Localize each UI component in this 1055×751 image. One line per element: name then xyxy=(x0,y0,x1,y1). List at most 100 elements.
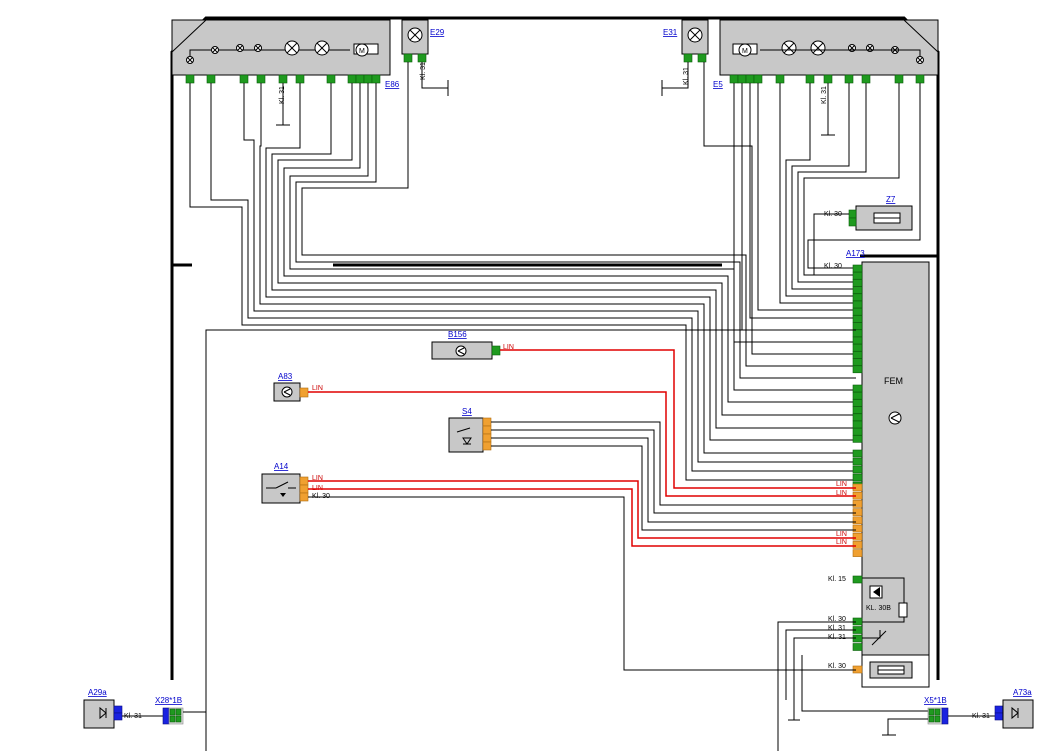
connector-pin xyxy=(852,399,863,407)
diode-icon xyxy=(1011,706,1019,720)
diode-icon xyxy=(99,706,107,720)
e5-label[interactable]: E5 xyxy=(713,80,723,89)
sensor-icon xyxy=(888,411,902,425)
connector-pin xyxy=(852,329,863,338)
fem-pins xyxy=(852,264,863,674)
kl30-label: Kl. 30 xyxy=(824,211,842,218)
connector-pin xyxy=(852,307,863,316)
connector-pin xyxy=(852,271,863,280)
fuse-icon xyxy=(869,661,913,679)
a29a-label[interactable]: A29a xyxy=(88,688,107,697)
frame xyxy=(170,16,940,680)
lamp-icon xyxy=(916,56,924,64)
connector-pin xyxy=(852,516,863,525)
a83-label[interactable]: A83 xyxy=(278,372,293,381)
connector-pin xyxy=(852,358,863,366)
connector-pin xyxy=(852,457,863,466)
a29a-component[interactable] xyxy=(83,699,123,729)
kl30-label: Kl. 30 xyxy=(828,616,846,623)
connector-pin xyxy=(852,508,863,516)
e31-label[interactable]: E31 xyxy=(663,28,678,37)
x28-connector[interactable] xyxy=(162,707,184,725)
kl30-label: Kl. 30 xyxy=(828,663,846,670)
x5-label[interactable]: X5*1B xyxy=(924,696,947,705)
e5-pins xyxy=(729,74,925,84)
connector-pin xyxy=(852,286,863,294)
svg-text:M: M xyxy=(742,48,748,55)
lamp-icon xyxy=(781,40,797,56)
b156-label[interactable]: B156 xyxy=(448,330,467,339)
a73a-component[interactable] xyxy=(994,699,1034,729)
kl31-label: Kl. 31 xyxy=(821,86,828,104)
connector-pin xyxy=(852,420,863,429)
lin-label: LIN xyxy=(503,344,514,351)
motor-icon: M xyxy=(353,43,379,57)
connector-pin xyxy=(852,315,863,323)
connector-pin xyxy=(852,413,863,422)
lin-label: LIN xyxy=(836,481,847,488)
connector-pin xyxy=(852,435,863,443)
connector-pin xyxy=(852,343,863,352)
a73a-label[interactable]: A73a xyxy=(1013,688,1032,697)
connector-pin xyxy=(852,473,863,482)
s4-label[interactable]: S4 xyxy=(462,407,472,416)
a14-label[interactable]: A14 xyxy=(274,462,289,471)
connector-pin xyxy=(852,384,863,393)
lin-label: LIN xyxy=(836,490,847,497)
ground-icon xyxy=(276,83,290,126)
connector-pin xyxy=(852,406,863,414)
connector-pin xyxy=(852,549,863,557)
motor-icon: M xyxy=(732,43,758,57)
harness-left xyxy=(189,62,856,481)
lin-label: LIN xyxy=(836,531,847,538)
a173-label[interactable]: A173 xyxy=(846,249,865,258)
lamp-icon xyxy=(314,40,330,56)
connector-pin xyxy=(852,500,863,508)
lin-label: LIN xyxy=(836,539,847,546)
kl30-label: Kl. 30 xyxy=(824,263,842,270)
diode-icon xyxy=(456,427,472,445)
kl31-label: Kl. 31 xyxy=(683,67,690,85)
b156-component[interactable] xyxy=(431,341,501,360)
connector-pin xyxy=(852,575,863,584)
lamp-icon xyxy=(687,27,703,43)
x5-connector[interactable] xyxy=(927,707,949,725)
e86-label[interactable]: E86 xyxy=(385,80,400,89)
lin-label: LIN xyxy=(312,385,323,392)
kl31-label: Kl. 31 xyxy=(420,62,427,80)
lamp-icon xyxy=(186,56,194,64)
connector-pin xyxy=(852,351,863,359)
kl31-label: Kl. 31 xyxy=(828,625,846,632)
connector-pin xyxy=(852,541,863,549)
lamp-icon xyxy=(407,27,423,43)
connector-pin xyxy=(852,322,863,330)
z7-label[interactable]: Z7 xyxy=(886,195,896,204)
ground-icon xyxy=(821,83,835,136)
a83-component[interactable] xyxy=(273,382,309,402)
kl15-label: Kl. 15 xyxy=(828,576,846,583)
x28-label[interactable]: X28*1B xyxy=(155,696,182,705)
e86-pins xyxy=(185,74,381,84)
fem-name: FEM xyxy=(884,376,903,386)
connector-pin xyxy=(852,279,863,287)
fem-module[interactable]: FEM KL. 30B xyxy=(861,261,930,688)
e29-housing xyxy=(401,19,429,63)
connector-pin xyxy=(852,336,863,345)
s4-component[interactable] xyxy=(448,417,492,453)
lamp-icon xyxy=(236,44,244,52)
e86-housing: M xyxy=(171,19,391,84)
sensor-icon xyxy=(281,386,293,398)
connector-pin xyxy=(852,449,863,458)
lamp-icon xyxy=(284,40,300,56)
connector-pin xyxy=(852,293,863,302)
connector-pin xyxy=(852,643,863,651)
a14-component[interactable] xyxy=(261,473,309,504)
connector-pin xyxy=(852,427,863,436)
e31-housing xyxy=(681,19,709,63)
z7-fuse xyxy=(813,205,913,275)
relay-icon xyxy=(869,585,908,618)
connector-pin xyxy=(852,532,863,541)
lamp-icon xyxy=(254,44,262,52)
e29-label[interactable]: E29 xyxy=(430,28,445,37)
connector-pin xyxy=(852,465,863,474)
